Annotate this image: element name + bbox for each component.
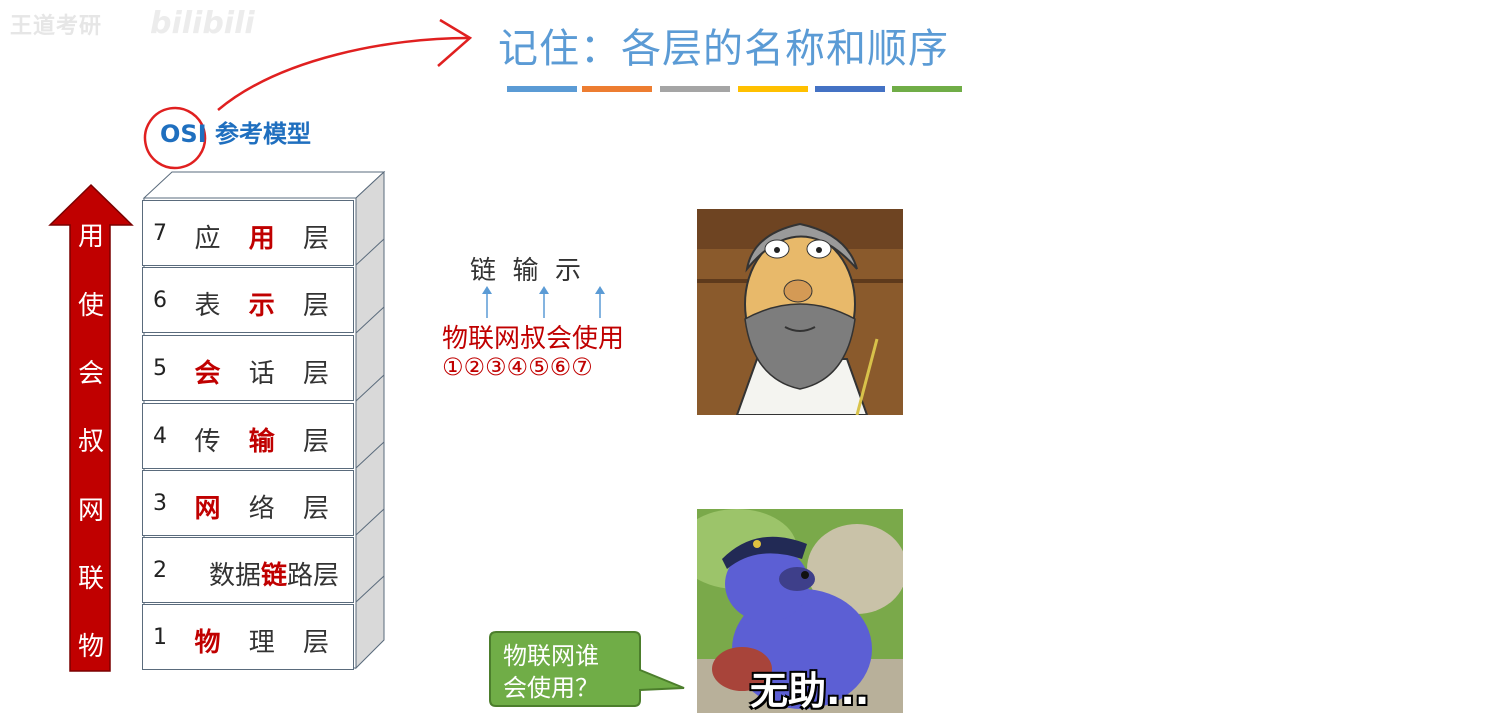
annotation-arrow	[143, 18, 473, 170]
layer-name: 数据链路层	[208, 561, 339, 591]
meme-caption: 无助...	[750, 669, 870, 713]
layer-name: 物 理 层	[194, 628, 339, 658]
mnemonic-arrows	[482, 286, 605, 318]
color-bar-4	[738, 86, 808, 92]
arrow-char: 叔	[77, 427, 104, 457]
arrow-char: 会	[77, 359, 104, 389]
layer-name: 应 用 层	[194, 224, 339, 254]
bilibili-logo: bilibili	[150, 6, 255, 41]
color-bar-3	[660, 86, 730, 92]
arrow-char: 网	[77, 496, 104, 526]
layer-name: 传 输 层	[194, 427, 339, 457]
mnemonic-top: 链 输 示	[470, 256, 582, 286]
cartoon-old-man-image	[697, 209, 903, 415]
layer-number: 5	[153, 356, 167, 381]
layer-number: 1	[153, 625, 167, 650]
layer-name: 网 络 层	[194, 494, 339, 524]
layer-number: 3	[153, 491, 167, 516]
layer-1: 1 物 理 层	[142, 604, 354, 670]
layer-name: 会 话 层	[194, 359, 339, 389]
speech-bubble	[489, 631, 685, 707]
layer-number: 4	[153, 424, 167, 449]
osi-title: OSI 参考模型	[160, 120, 311, 148]
arrow-char: 用	[77, 222, 104, 252]
arrow-char: 联	[77, 564, 104, 594]
bubble-line-1: 物联网谁	[503, 642, 599, 670]
layer-3: 3 网 络 层	[142, 470, 354, 536]
color-bar-6	[892, 86, 962, 92]
layer-4: 4 传 输 层	[142, 403, 354, 469]
stack-3d-frame	[142, 170, 386, 670]
speech-bubble-text: 物联网谁 会使用？	[503, 640, 623, 704]
arrow-char: 物	[77, 632, 104, 662]
slide-title: 记住：各层的名称和顺序	[498, 26, 949, 72]
layer-name: 表 示 层	[194, 291, 339, 321]
watermark-text: 王道考研	[10, 14, 103, 39]
color-bar-5	[815, 86, 885, 92]
up-arrow-icon	[48, 183, 134, 672]
bubble-line-2: 会使用？	[503, 674, 599, 702]
layer-number: 2	[153, 558, 167, 583]
layer-5: 5 会 话 层	[142, 335, 354, 401]
layer-number: 7	[153, 221, 167, 246]
color-bar-1	[507, 86, 577, 92]
color-bar-2	[582, 86, 652, 92]
layer-number: 6	[153, 288, 167, 313]
mnemonic-numbers: ①②③④⑤⑥⑦	[442, 353, 593, 381]
layer-6: 6 表 示 层	[142, 267, 354, 333]
layer-2: 2 数据链路层	[142, 537, 354, 603]
mnemonic-phrase: 物联网叔会使用	[442, 324, 625, 354]
plush-toy-meme-image	[697, 509, 903, 713]
arrow-char: 使	[77, 291, 104, 321]
layer-7: 7 应 用 层	[142, 200, 354, 266]
